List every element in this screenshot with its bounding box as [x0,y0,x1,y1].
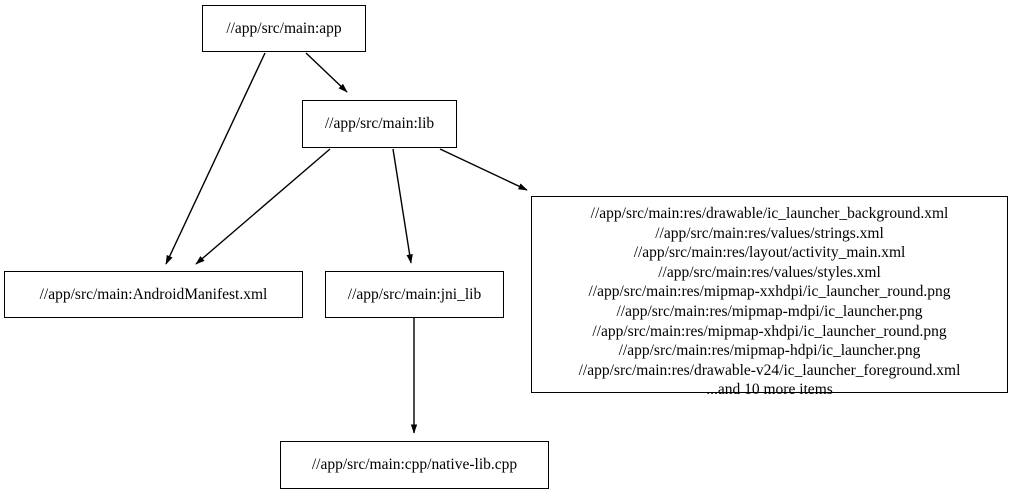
graph-node-line: //app/src/main:res/values/strings.xml [655,224,884,242]
graph-node-line: //app/src/main:res/mipmap-xxhdpi/ic_laun… [588,283,951,301]
graph-edge-lib-to-jni-lib [392,148,413,264]
graph-node-lib[interactable]: //app/src/main:lib [302,100,457,148]
graph-edge-lib-to-manifest [195,148,331,265]
graph-node-res[interactable]: //app/src/main:res/drawable/ic_launcher_… [531,196,1008,398]
graph-node-line: //app/src/main:res/drawable-v24/ic_launc… [578,361,961,379]
graph-node-native_lib_cpp[interactable]: //app/src/main:cpp/native-lib.cpp [280,441,549,489]
graph-node-line: //app/src/main:res/layout/activity_main.… [633,244,906,262]
graph-edge-lib-to-res [439,148,528,191]
graph-node-line: //app/src/main:res/mipmap-mdpi/ic_launch… [616,302,923,320]
graph-edge-app-to-lib [305,52,348,93]
graph-node-label: //app/src/main:app [226,19,342,37]
graph-node-line: //app/src/main:res/values/styles.xml [658,263,881,281]
graph-node-manifest[interactable]: //app/src/main:AndroidManifest.xml [4,271,303,318]
graph-node-line: ...and 10 more items [706,381,833,399]
graph-node-line: //app/src/main:res/drawable/ic_launcher_… [590,205,949,222]
graph-node-label: //app/src/main:AndroidManifest.xml [39,285,268,303]
graph-node-app[interactable]: //app/src/main:app [202,5,366,52]
graph-node-label: //app/src/main:jni_lib [347,285,482,303]
graph-edge-app-to-manifest [165,52,266,265]
graph-node-line: //app/src/main:res/mipmap-hdpi/ic_launch… [618,342,921,360]
graph-node-label: //app/src/main:lib [324,115,435,133]
graph-node-jni_lib[interactable]: //app/src/main:jni_lib [325,271,504,318]
graph-edges-group [165,52,528,434]
graph-node-label: //app/src/main:cpp/native-lib.cpp [311,456,518,474]
graph-node-line: //app/src/main:res/mipmap-xhdpi/ic_launc… [592,322,947,340]
